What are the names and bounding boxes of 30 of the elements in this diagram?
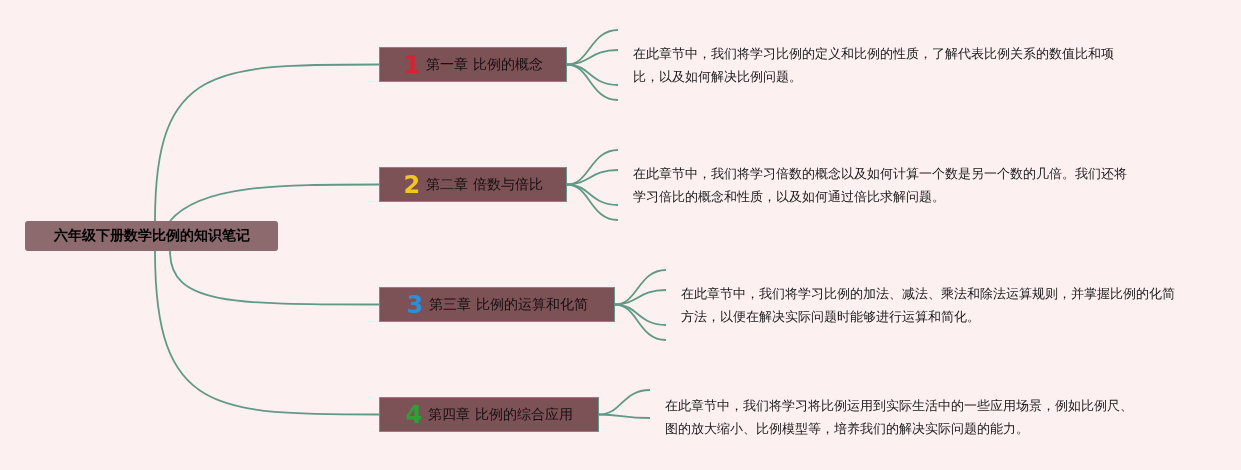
branch-line xyxy=(169,250,380,306)
branch-line xyxy=(598,389,651,416)
chapter-title: 第四章 比例的综合应用 xyxy=(428,405,573,424)
chapter-topic-box xyxy=(379,287,615,322)
chapter-title: 第一章 比例的概念 xyxy=(426,55,543,74)
chapter-topic-box xyxy=(379,47,567,82)
branch-line xyxy=(154,250,380,416)
description-text: 在此章节中，我们将学习比例的加法、减法、乘法和除法运算规则，并掌握比例的化简方法，以便在解决实际问题时能够进行运算和简化。 xyxy=(681,285,1176,326)
chapter-number: 3 xyxy=(406,292,424,317)
branch-line xyxy=(614,303,667,341)
description-text: 在此章节中，我们将学习倍数的概念以及如何计算一个数是另一个数的几倍。我们还将学习倍比的概念和性质，以及如何通过倍比求解问题。 xyxy=(633,165,1128,206)
branch-line xyxy=(566,49,619,66)
description-text: 在此章节中，我们将学习将比例运用到实际生活中的一些应用场景，例如比例尺、图的放大缩小、比例模型等，培养我们的解决实际问题的能力。 xyxy=(665,397,1134,438)
chapter-number: 2 xyxy=(403,172,421,197)
branch-line xyxy=(566,169,619,186)
chapter-title: 第二章 倍数与倍比 xyxy=(426,175,543,194)
branch-line xyxy=(566,183,619,221)
branch-line xyxy=(154,63,380,222)
chapter-number: 4 xyxy=(405,402,423,427)
branch-line xyxy=(598,413,651,419)
chapter-topic-box xyxy=(379,167,567,202)
chapter-topic-box xyxy=(379,397,599,432)
branch-line xyxy=(169,183,380,222)
description-text: 在此章节中，我们将学习比例的定义和比例的性质，了解代表比例关系的数值比和项比，以及如何解决比例问题。 xyxy=(633,45,1115,86)
root-topic-box xyxy=(25,221,278,251)
chapter-number: 1 xyxy=(403,52,421,77)
branch-line xyxy=(614,289,667,306)
root-title: 六年级下册数学比例的知识笔记 xyxy=(53,227,250,245)
branch-line xyxy=(566,63,619,101)
chapter-title: 第三章 比例的运算和化简 xyxy=(429,295,588,314)
